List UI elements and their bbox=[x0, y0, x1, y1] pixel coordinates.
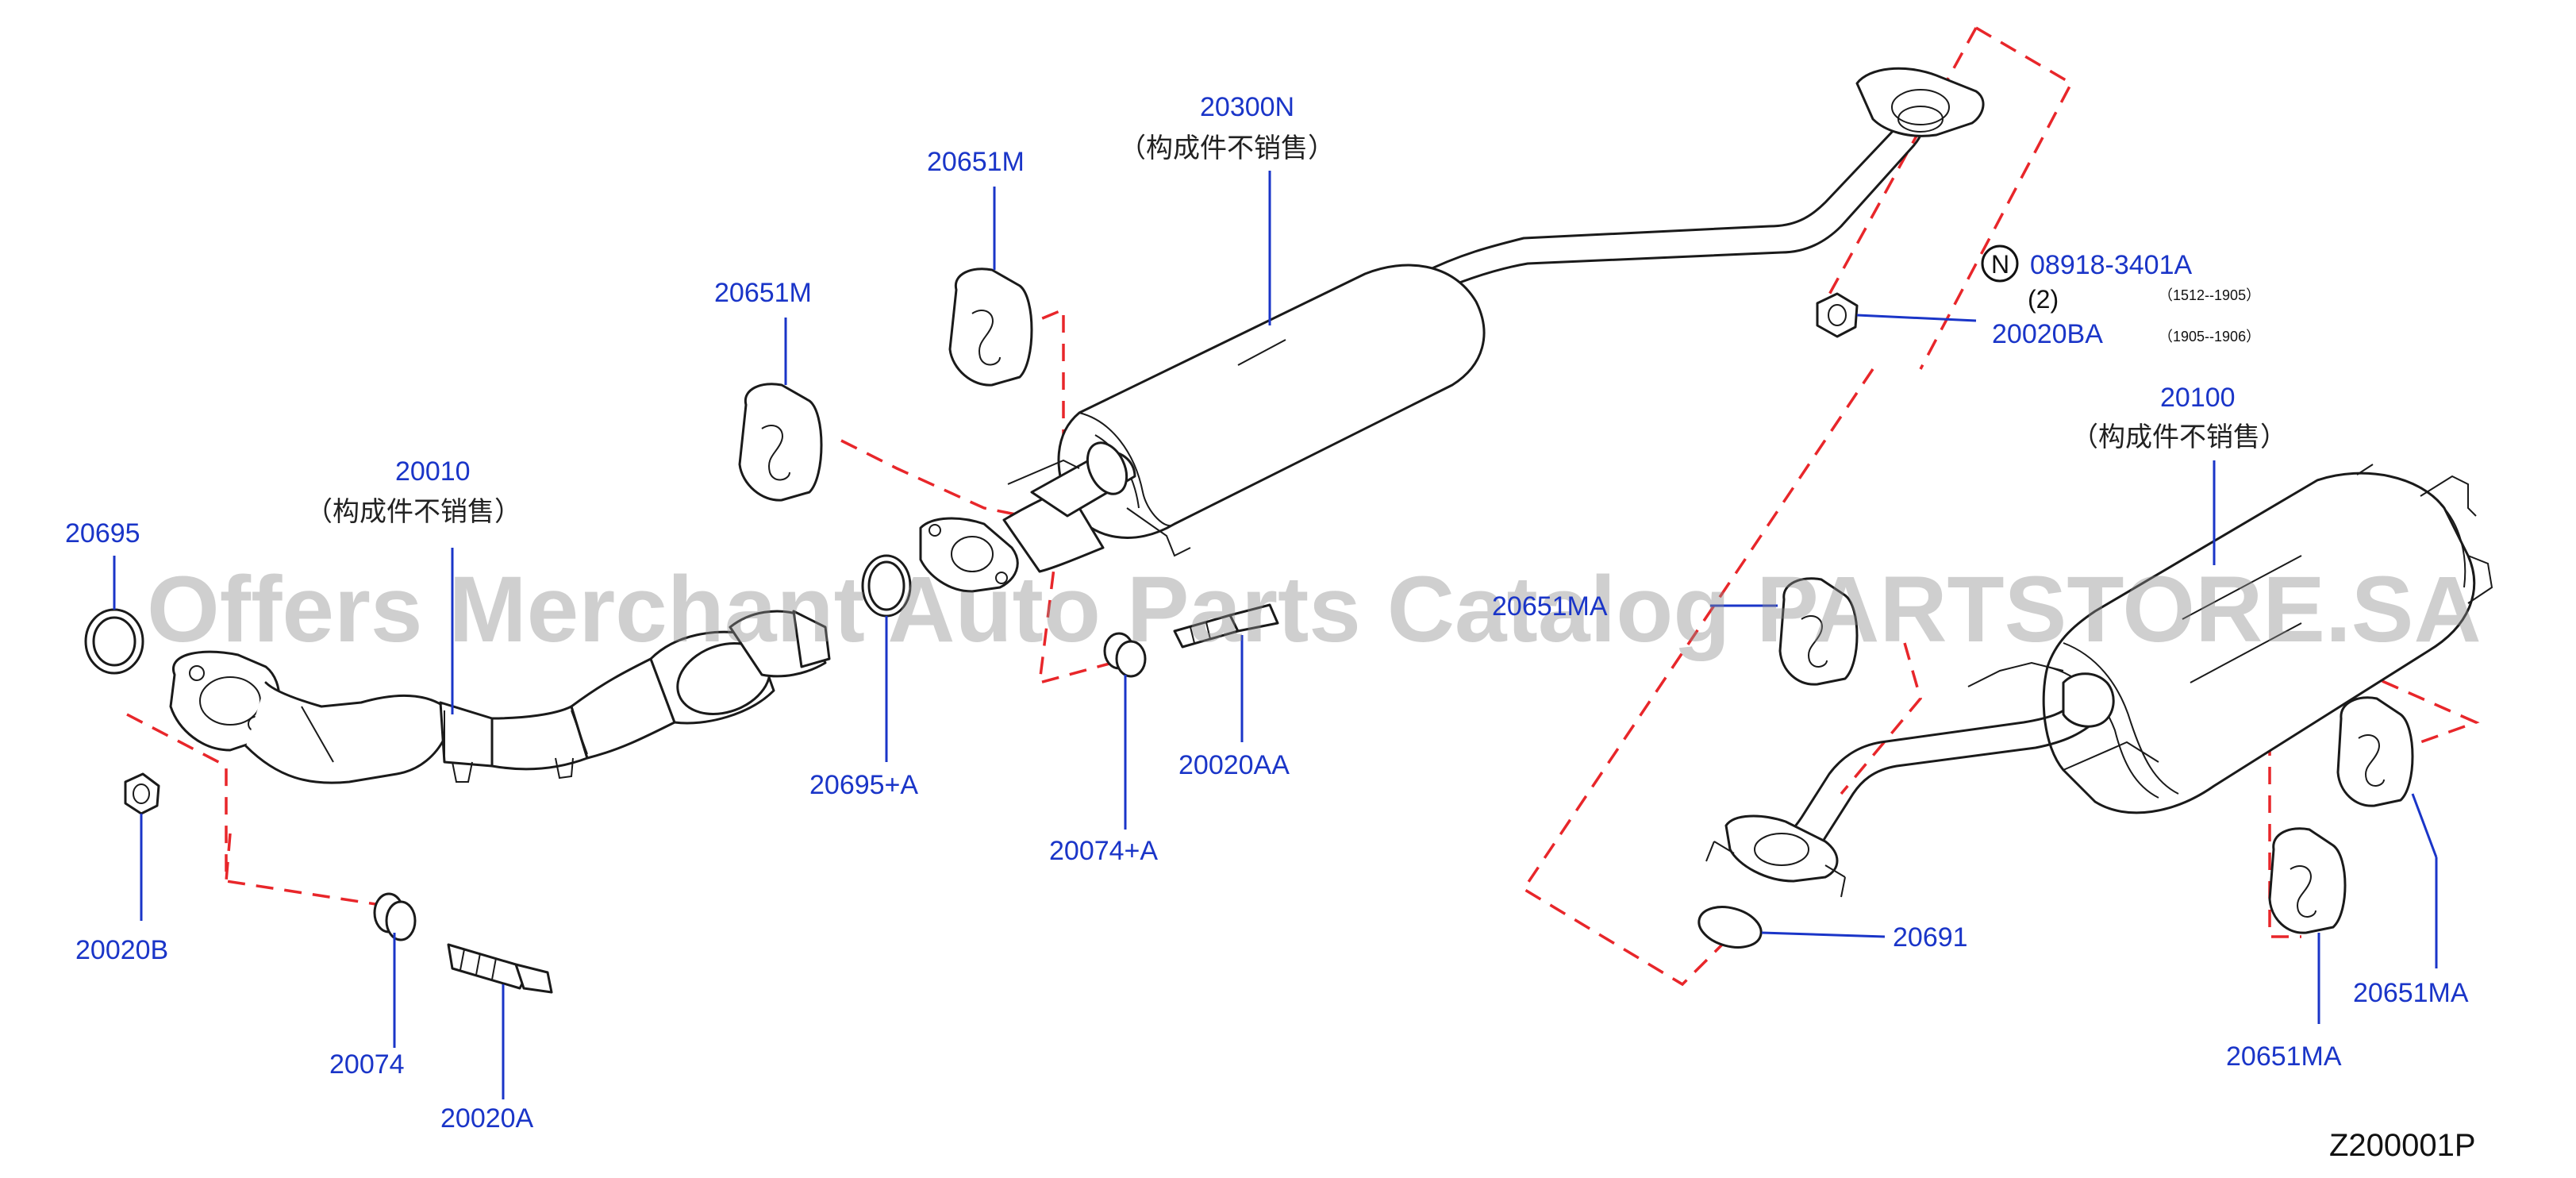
label-20651MA-mid[interactable]: 20651MA bbox=[1492, 591, 1608, 622]
label-08918-3401A[interactable]: 08918-3401A bbox=[2030, 250, 2193, 280]
nut-20020B[interactable] bbox=[124, 772, 160, 815]
note-20010: （构成件不销售） bbox=[306, 496, 521, 528]
label-20020BA[interactable]: 20020BA bbox=[1992, 319, 2103, 349]
range-08918: （1512--1905） bbox=[2159, 287, 2260, 303]
leader-lines bbox=[113, 171, 2438, 1099]
n-symbol: N bbox=[1991, 250, 2009, 279]
label-20010[interactable]: 20010 bbox=[395, 456, 471, 487]
mount-rubber-20651M-left[interactable] bbox=[738, 383, 823, 502]
label-20020A[interactable]: 20020A bbox=[440, 1103, 534, 1134]
label-20695[interactable]: 20695 bbox=[65, 518, 140, 549]
gasket-20695[interactable] bbox=[84, 608, 144, 675]
gasket-20695A[interactable] bbox=[861, 554, 912, 618]
mount-rubber-20651MA-right[interactable] bbox=[2336, 696, 2414, 807]
label-20651M-left[interactable]: 20651M bbox=[714, 278, 812, 308]
diagram-code: Z200001P bbox=[2329, 1128, 2476, 1163]
label-20691[interactable]: 20691 bbox=[1893, 922, 1968, 953]
front-exhaust-tube-20010[interactable] bbox=[169, 610, 831, 784]
gasket-20691[interactable] bbox=[1694, 900, 1766, 953]
mount-rubber-20651M-top[interactable] bbox=[948, 268, 1033, 387]
label-20074[interactable]: 20074 bbox=[329, 1049, 405, 1080]
note-20100: （构成件不销售） bbox=[2071, 422, 2287, 453]
label-20300N[interactable]: 20300N bbox=[1200, 92, 1294, 122]
mount-rubber-20651MA-mid[interactable] bbox=[1778, 577, 1859, 686]
label-20651M-top[interactable]: 20651M bbox=[927, 147, 1025, 177]
part-labels: 20010 （构成件不销售） 20695 20020B 20074 20020A… bbox=[65, 92, 2476, 1163]
label-20651MA-low[interactable]: 20651MA bbox=[2226, 1041, 2342, 1072]
range-20020BA: （1905--1906） bbox=[2159, 329, 2260, 345]
stud-20020A[interactable] bbox=[447, 943, 553, 994]
center-muffler-20300N[interactable] bbox=[919, 67, 1985, 593]
seal-20074A[interactable] bbox=[1103, 632, 1147, 678]
stud-20020AA[interactable] bbox=[1173, 603, 1279, 649]
label-20695A[interactable]: 20695+A bbox=[809, 770, 918, 800]
note-20300N: （构成件不销售） bbox=[1119, 133, 1335, 164]
label-20651MA-right[interactable]: 20651MA bbox=[2353, 978, 2469, 1008]
label-20020AA[interactable]: 20020AA bbox=[1178, 750, 1290, 780]
label-20074A[interactable]: 20074+A bbox=[1049, 836, 1158, 866]
seal-20074[interactable] bbox=[373, 892, 417, 941]
watermark: Offers Merchant Auto Parts Catalog PARTS… bbox=[147, 557, 2482, 662]
main-muffler-20100[interactable] bbox=[1705, 464, 2493, 898]
mount-rubber-20651MA-low[interactable] bbox=[2268, 827, 2347, 934]
label-20100[interactable]: 20100 bbox=[2160, 383, 2236, 413]
nut-20020BA[interactable] bbox=[1816, 292, 1859, 338]
label-20020B[interactable]: 20020B bbox=[75, 935, 168, 965]
label-08918-3401A-group[interactable]: N 08918-3401A (2) （1512--1905） bbox=[1981, 244, 2260, 314]
qty-08918: (2) bbox=[2028, 285, 2059, 314]
